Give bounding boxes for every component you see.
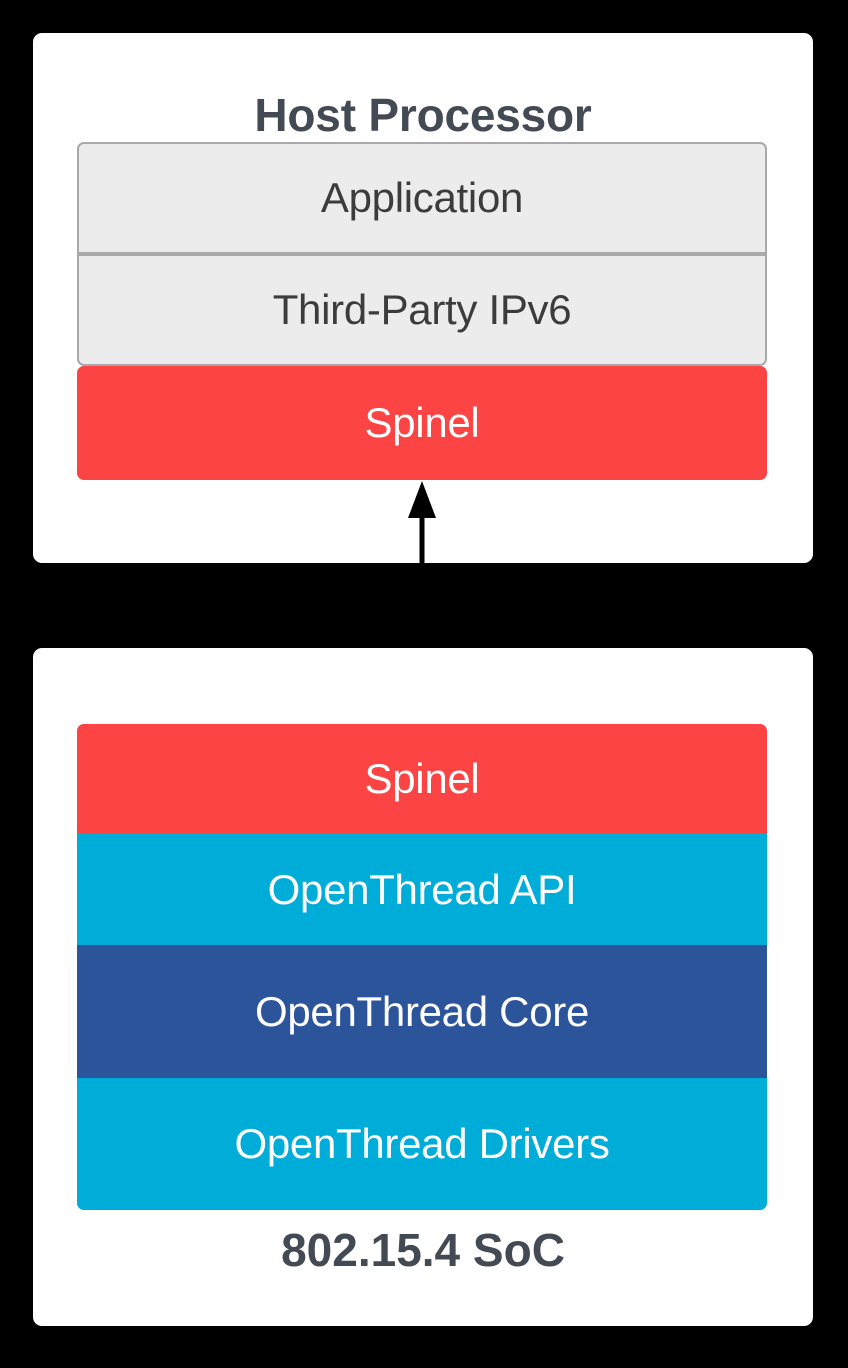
layer-openthread-drivers-label: OpenThread Drivers (234, 1120, 610, 1167)
layer-openthread-core-label: OpenThread Core (254, 987, 590, 1035)
layer-application-label: Application (320, 174, 524, 221)
layer-third-party-ipv6-label: Third-Party IPv6 (272, 286, 572, 333)
layer-openthread-drivers: OpenThread Drivers (77, 1078, 767, 1210)
layer-openthread-core: OpenThread Core (77, 945, 767, 1078)
layer-openthread-api: OpenThread API (77, 834, 767, 945)
soc-title: 802.15.4 SoC (281, 1224, 565, 1276)
layer-openthread-api-label: OpenThread API (267, 865, 577, 913)
layer-application: Application (77, 142, 767, 254)
layer-third-party-ipv6: Third-Party IPv6 (77, 254, 767, 366)
layer-spinel-soc-label: Spinel (364, 755, 480, 802)
layer-spinel-host-label: Spinel (364, 399, 480, 446)
layer-spinel-host: Spinel (77, 366, 767, 480)
layer-spinel-soc: Spinel (77, 724, 767, 834)
host-processor-title: Host Processor (254, 89, 592, 141)
